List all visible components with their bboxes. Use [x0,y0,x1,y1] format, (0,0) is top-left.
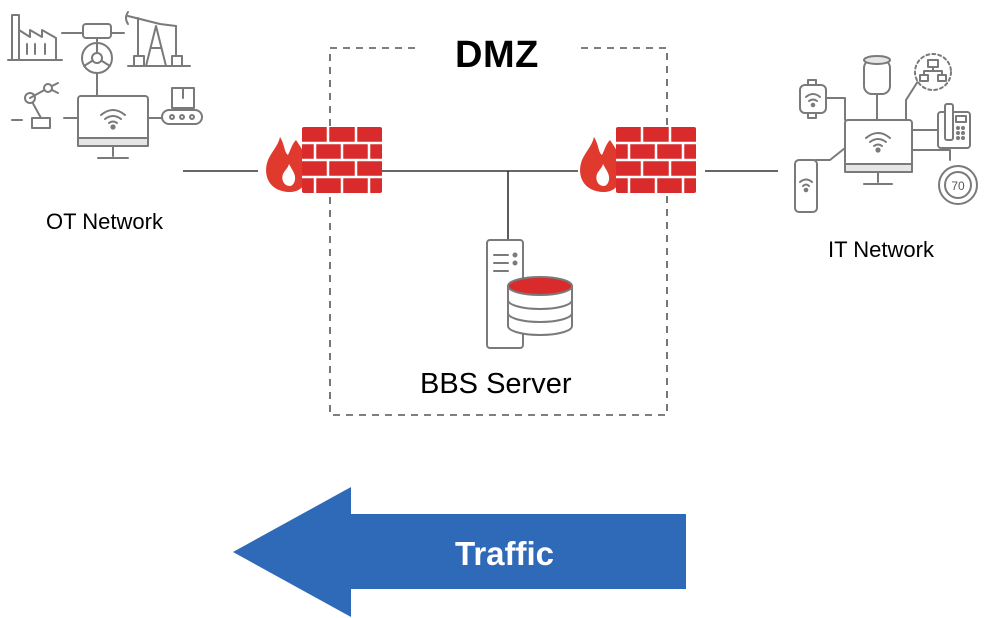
factory-icon [7,14,63,61]
oil-pump-icon [125,11,191,67]
svg-text:70: 70 [951,179,965,193]
smart-speaker-icon [863,55,891,95]
ot-network-cluster [7,11,203,159]
flame-icon [266,137,310,192]
ot-network-label: OT Network [46,209,163,234]
dmz-title: DMZ [455,34,539,76]
traffic-label: Traffic [455,535,555,572]
it-workstation-icon [844,119,913,185]
firewall-left-icon [266,127,382,193]
smartwatch-icon [799,79,827,119]
network-cloud-icon [914,53,952,91]
desk-phone-icon [937,103,971,149]
traffic-arrow [233,487,686,617]
connection-lines [183,170,778,240]
bbs-server-label: BBS Server [420,368,572,400]
thermostat-icon: 70 [938,165,978,205]
flame-icon [580,137,624,192]
it-network-label: IT Network [828,237,934,262]
conveyor-icon [161,87,203,125]
firewall-right-icon [580,127,696,193]
ot-workstation-icon [77,95,149,159]
it-network-cluster: 70 [794,53,978,213]
database-icon [507,276,573,336]
robot-arm-icon [11,82,59,129]
smartphone-icon [794,159,818,213]
valve-icon [61,23,125,96]
dmz-boundary [329,47,668,416]
